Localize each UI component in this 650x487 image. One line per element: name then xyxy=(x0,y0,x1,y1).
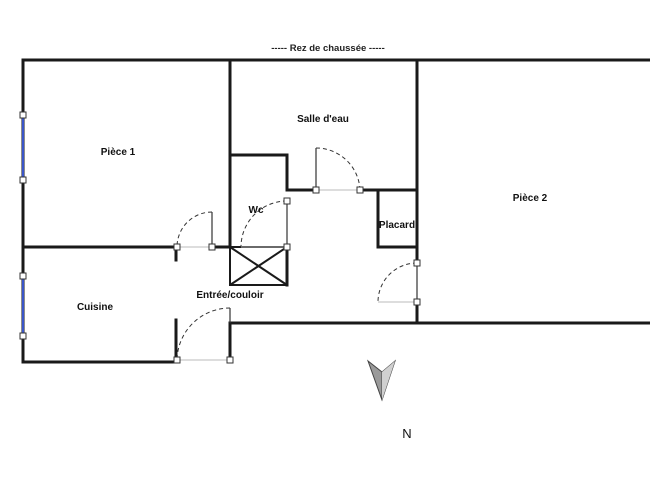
north-arrow-icon xyxy=(366,359,397,402)
plan-title: ----- Rez de chaussée ----- xyxy=(271,43,384,54)
room-label-wc: Wc xyxy=(249,205,264,216)
room-label-entree: Entrée/couloir xyxy=(196,290,263,301)
door-salle-eau xyxy=(312,147,364,194)
shaft-box xyxy=(229,246,288,286)
north-label: N xyxy=(402,426,411,441)
door-piece1 xyxy=(173,211,216,251)
room-label-piece1: Pièce 1 xyxy=(101,147,136,158)
room-label-placard: Placard xyxy=(379,220,415,231)
door-entrance xyxy=(173,307,234,364)
outer-walls xyxy=(21,58,650,364)
left-windows xyxy=(19,111,27,340)
door-wc xyxy=(240,197,291,251)
door-piece2 xyxy=(377,259,421,306)
room-label-cuisine: Cuisine xyxy=(77,302,114,313)
room-label-salle-eau: Salle d'eau xyxy=(297,114,349,125)
room-label-piece2: Pièce 2 xyxy=(513,193,548,204)
